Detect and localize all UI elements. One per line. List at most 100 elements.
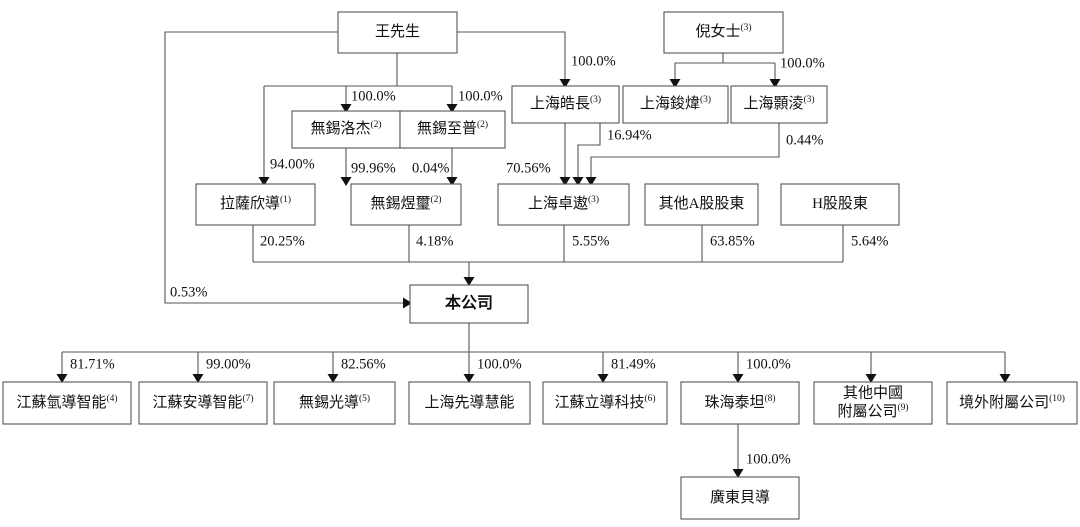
node-layer bbox=[2, 11, 1078, 520]
arrowhead-wang-lasa bbox=[258, 177, 270, 186]
pct-zhtt-gdbd: 100.0% bbox=[746, 451, 791, 467]
arrowhead-wang-haochang bbox=[559, 79, 571, 88]
pct-wang-lasa: 94.00% bbox=[270, 156, 315, 172]
arrowhead-company-overseas bbox=[999, 374, 1011, 383]
node-label-shyiwei: 上海鋑煒(3) bbox=[640, 94, 711, 112]
node-label-shxdhn: 上海先導慧能 bbox=[424, 394, 514, 411]
edge-xianling-to-zhuoao bbox=[590, 123, 780, 177]
arrowhead-company-shxdhn bbox=[463, 374, 475, 383]
pct-company-shxdhn: 100.0% bbox=[477, 356, 522, 372]
pct-company-jsad: 99.00% bbox=[206, 356, 251, 372]
node-label-jsldkj: 江蘇立導科技(6) bbox=[554, 393, 655, 411]
node-box-wuxiyuxi[interactable] bbox=[350, 183, 462, 226]
node-box-lasaxindao[interactable] bbox=[195, 183, 316, 226]
node-label-otherchina-line1: 其他中國 bbox=[843, 384, 903, 401]
percentage-label-layer: 94.00% 100.0% 100.0% 100.0% 0.53% 100.0%… bbox=[70, 53, 888, 467]
node-box-otherashare[interactable] bbox=[644, 183, 759, 226]
node-label-zhtt: 珠海泰坦(8) bbox=[704, 393, 775, 411]
node-label-company: 本公司 bbox=[445, 293, 493, 312]
arrowhead-wang-company bbox=[403, 297, 412, 309]
node-box-zhtt[interactable] bbox=[680, 381, 800, 425]
pct-company-jsqd: 81.71% bbox=[70, 356, 115, 372]
arrowhead-collector-company bbox=[463, 277, 475, 286]
arrowhead-company-zhtt bbox=[732, 374, 744, 383]
node-box-hshare[interactable] bbox=[780, 183, 900, 226]
pct-yiwei-zhuoao: 16.94% bbox=[607, 127, 652, 143]
edge-wang-stem bbox=[263, 53, 453, 177]
edge-wang-to-company bbox=[164, 31, 403, 304]
connector-layer bbox=[56, 31, 1011, 478]
node-label-jsqd: 江蘇氫導智能(4) bbox=[16, 393, 117, 411]
pct-xianling-zhuoao: 0.44% bbox=[786, 132, 823, 148]
arrowhead-zhipu-yuxi bbox=[446, 177, 458, 186]
node-label-layer: 王先生 倪女士(3) 無錫洛杰(2) 無錫至普(2) 上海皓長(3) 上海鋑煒(… bbox=[16, 22, 1064, 506]
pct-zhuoao-company: 5.55% bbox=[572, 233, 609, 249]
pct-lasa-company: 20.25% bbox=[260, 233, 305, 249]
pct-wang-haochang: 100.0% bbox=[571, 53, 616, 69]
node-box-shxdhn[interactable] bbox=[408, 381, 531, 425]
arrowhead-zhtt-gdbd bbox=[732, 469, 744, 478]
node-box-company[interactable] bbox=[409, 284, 529, 324]
node-label-gdbd: 廣東貝導 bbox=[710, 489, 770, 506]
node-label-otherashare: 其他A股股東 bbox=[659, 195, 745, 212]
node-label-wuxizhipu: 無錫至普(2) bbox=[417, 119, 488, 137]
node-label-ni: 倪女士(3) bbox=[695, 22, 751, 40]
pct-wang-luojie: 100.0% bbox=[351, 88, 396, 104]
arrowhead-company-jsldkj bbox=[597, 374, 609, 383]
edge-ni-stem bbox=[674, 53, 776, 79]
arrowhead-ni-yiwei bbox=[669, 79, 681, 88]
node-label-shhaochang: 上海皓長(3) bbox=[530, 94, 601, 112]
arrowhead-company-otherchina bbox=[865, 374, 877, 383]
arrowhead-company-jsad bbox=[192, 374, 204, 383]
edge-company-distribution-bar bbox=[61, 323, 1006, 374]
node-box-gdbd[interactable] bbox=[680, 476, 800, 520]
arrowhead-company-jsqd bbox=[56, 374, 68, 383]
node-box-jsqd[interactable] bbox=[2, 381, 132, 425]
node-label-hshare: H股股東 bbox=[812, 195, 868, 212]
arrowhead-ni-xianling bbox=[769, 79, 781, 88]
pct-company-wxgd: 82.56% bbox=[341, 356, 386, 372]
arrowhead-wang-zhipu bbox=[446, 104, 458, 113]
node-label-overseas: 境外附屬公司(10) bbox=[959, 393, 1065, 411]
node-box-shzhuoao[interactable] bbox=[497, 183, 630, 226]
node-label-wuxiluojie: 無錫洛杰(2) bbox=[310, 119, 381, 137]
pct-hshare-company: 5.64% bbox=[851, 233, 888, 249]
node-label-wang: 王先生 bbox=[375, 23, 420, 40]
edge-collector-to-company bbox=[252, 225, 844, 277]
node-label-otherchina-line2: 附屬公司(9) bbox=[837, 402, 908, 420]
arrowhead-wang-luojie bbox=[340, 104, 352, 113]
node-box-ni[interactable] bbox=[663, 11, 784, 54]
node-label-shxianling: 上海顥淩(3) bbox=[743, 94, 814, 112]
node-label-shzhuoao: 上海卓遨(3) bbox=[528, 194, 599, 212]
pct-wang-zhipu: 100.0% bbox=[458, 88, 503, 104]
node-label-wuxiyuxi: 無錫煜璽(2) bbox=[370, 194, 441, 212]
node-box-jsad[interactable] bbox=[138, 381, 268, 425]
node-label-wxgd: 無錫光導(5) bbox=[299, 393, 370, 411]
node-box-shxianling[interactable] bbox=[730, 85, 828, 124]
node-box-shyiwei[interactable] bbox=[622, 85, 729, 124]
edge-wang-to-haochang bbox=[457, 31, 566, 79]
node-box-wxgd[interactable] bbox=[273, 381, 396, 425]
pct-ni-xianling: 100.0% bbox=[780, 55, 825, 71]
node-box-wuxizhipu[interactable] bbox=[399, 110, 506, 149]
pct-yuxi-company: 4.18% bbox=[416, 233, 453, 249]
node-label-jsad: 江蘇安導智能(7) bbox=[152, 393, 253, 411]
node-box-wang[interactable] bbox=[337, 11, 458, 54]
arrowhead-yiwei-zhuoao bbox=[572, 177, 584, 186]
pct-luojie-yuxi: 99.96% bbox=[351, 160, 396, 176]
pct-company-jsldkj: 81.49% bbox=[611, 356, 656, 372]
pct-wang-company: 0.53% bbox=[170, 284, 207, 300]
arrowhead-luojie-yuxi bbox=[340, 177, 352, 186]
node-box-overseas[interactable] bbox=[946, 381, 1078, 425]
pct-zhipu-yuxi: 0.04% bbox=[412, 160, 449, 176]
pct-haochang-zhuoao: 70.56% bbox=[506, 160, 551, 176]
node-box-shhaochang[interactable] bbox=[511, 85, 620, 124]
node-box-jsldkj[interactable] bbox=[542, 381, 668, 425]
node-label-lasaxindao: 拉薩欣導(1) bbox=[220, 194, 291, 212]
node-box-otherchina[interactable] bbox=[813, 381, 933, 425]
pct-company-zhtt: 100.0% bbox=[746, 356, 791, 372]
arrowhead-haochang-zhuoao bbox=[559, 177, 571, 186]
arrowhead-xianling-zhuoao bbox=[585, 177, 597, 186]
